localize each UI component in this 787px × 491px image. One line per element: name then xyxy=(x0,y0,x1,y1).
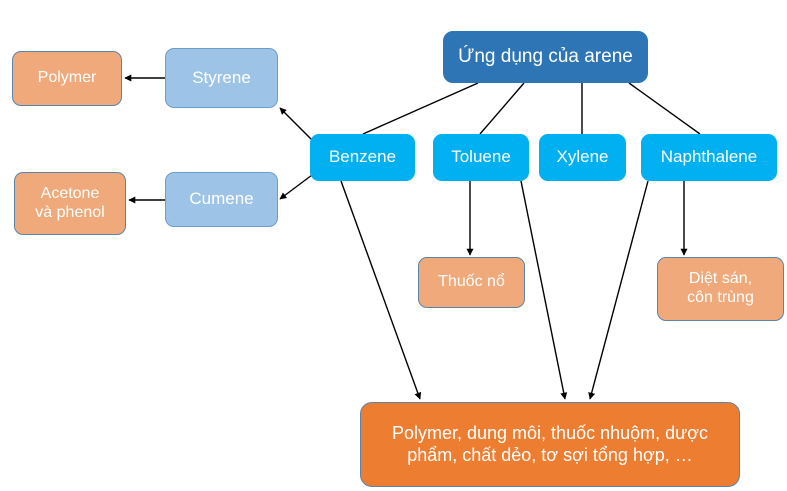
node-styrene[interactable]: Styrene xyxy=(165,48,278,108)
node-thuoc-no[interactable]: Thuốc nổ xyxy=(418,257,525,308)
node-acetone-phenol[interactable]: Acetone và phenol xyxy=(14,172,126,235)
node-toluene-label: Toluene xyxy=(451,147,511,167)
node-cumene[interactable]: Cumene xyxy=(165,172,278,227)
node-naphthalene[interactable]: Naphthalene xyxy=(641,134,777,181)
node-xylene[interactable]: Xylene xyxy=(539,134,626,181)
node-products-line1: Polymer, dung môi, thuốc nhuộm, dược xyxy=(391,423,708,444)
edge-naphthalene-products xyxy=(588,180,649,400)
node-root-label: Ứng dụng của arene xyxy=(458,45,633,67)
node-benzene[interactable]: Benzene xyxy=(310,134,415,181)
node-diet-san[interactable]: Diệt sán, côn trùng xyxy=(657,257,784,321)
node-polymer-label: Polymer xyxy=(37,69,97,87)
node-benzene-label: Benzene xyxy=(328,147,397,167)
node-products[interactable]: Polymer, dung môi, thuốc nhuộm, dược phẩ… xyxy=(360,402,740,487)
edge-root-naphthalene xyxy=(628,82,701,135)
node-acetone-line2: và phenol xyxy=(35,203,105,221)
node-products-line2: phẩm, chất dẻo, tơ sợi tổng hợp, … xyxy=(407,444,693,465)
node-acetone-line1: Acetone xyxy=(40,184,100,202)
node-xylene-label: Xylene xyxy=(556,147,609,167)
node-polymer[interactable]: Polymer xyxy=(12,51,122,106)
edge-root-toluene xyxy=(479,82,525,135)
node-cumene-label: Cumene xyxy=(189,189,254,209)
edge-benzene-products xyxy=(340,180,422,400)
node-root[interactable]: Ứng dụng của arene xyxy=(443,31,648,83)
node-toluene[interactable]: Toluene xyxy=(433,134,529,181)
node-naphthalene-label: Naphthalene xyxy=(660,147,758,167)
edge-root-benzene xyxy=(362,82,479,135)
edge-xylene-products xyxy=(520,180,568,400)
node-thuoc-no-label: Thuốc nổ xyxy=(438,273,505,291)
node-styrene-label: Styrene xyxy=(192,67,251,87)
edge-benzene-cumene xyxy=(279,174,313,200)
edge-benzene-styrene xyxy=(279,107,313,141)
node-diet-san-line1: Diệt sán, xyxy=(688,270,753,288)
node-diet-san-line2: côn trùng xyxy=(687,289,754,306)
